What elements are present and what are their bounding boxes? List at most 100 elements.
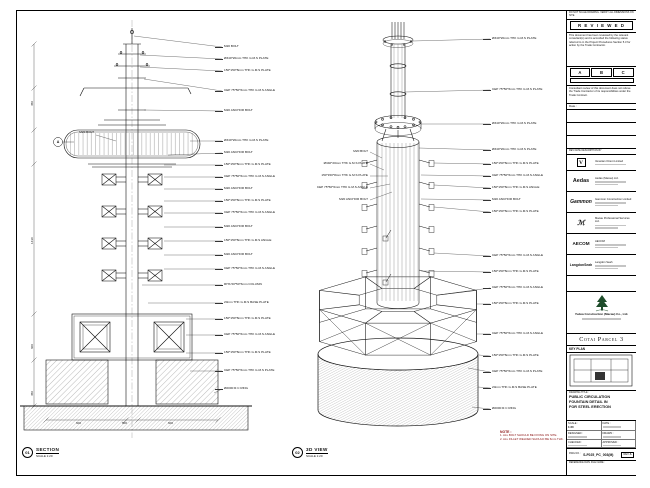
status-option-sub — [569, 77, 634, 83]
dwg-number-row: DWG NO. : S-F025_PC_003(M) REV A — [567, 449, 636, 462]
drawing-title-line: FOUNTAIN DETAIL IN — [569, 399, 608, 404]
drum-base — [317, 337, 479, 427]
tree-logo — [595, 294, 608, 312]
company-name: Venetian Orient Limited — [595, 159, 623, 163]
annotation-label: 150*150*8mm THK G.M.S ANGLE — [214, 238, 272, 243]
section-drawing — [20, 20, 252, 438]
annotation-label: Ø340*20mm THK G.M.S PLATE — [482, 121, 537, 126]
annotation-label: Ø2000 R.C RING — [482, 406, 517, 411]
revision-table-header: REV DATE DESCRIPTION BY — [567, 149, 636, 155]
stamp-footer-text: Consultant review of this document does … — [567, 86, 636, 104]
field-approved: APPROVED : — [601, 439, 636, 449]
dimension-text: 800 — [122, 421, 128, 425]
field-scale: SCALE :1:20 — [567, 420, 602, 431]
stamp-status-options: A B C — [567, 67, 636, 86]
annotation-label: 20mm THK G.M.S BASE PLATE — [215, 300, 269, 305]
dimension-text: 450 — [30, 390, 34, 396]
company-row: AECOM AECOM — [567, 234, 636, 255]
section-view: M20 BOLT Ø340*20mm THK G.M.S PLATE 150*1… — [18, 14, 286, 462]
dimension-text: 600 — [76, 421, 82, 425]
foundation-hatch — [20, 359, 252, 431]
annotation-label: 20mm THK G.M.S BASE PLATE — [483, 385, 537, 390]
annotation-label: CEP 75*50*6mm THK G.M.S PLATE — [214, 368, 275, 373]
view-number-bubble: 01 — [22, 447, 33, 458]
view-title: 3D VIEW — [306, 447, 328, 454]
dimension-text: 1430 — [30, 237, 34, 244]
annotation-label: 150*150*8mm THK G.M.S PLATE — [215, 350, 271, 355]
spare-box — [567, 276, 636, 292]
annotation-label: 150*150*8mm THK G.M.S PLATE — [483, 301, 539, 306]
base-assembly — [71, 313, 193, 361]
revision-row — [567, 123, 636, 137]
section-structure — [53, 20, 201, 438]
annotation-label: M20 ANCHOR BOLT — [215, 252, 253, 257]
annotation-label: 150*150*8mm THK G.M.S PLATE — [215, 316, 271, 321]
drawing-title-line: PUBLIC CIRCULATION — [569, 394, 611, 399]
view-title: SECTION — [36, 447, 60, 454]
company-row: Aedas Aedas (Macau) Ltd. — [567, 171, 636, 192]
cylinder-brackets — [361, 159, 435, 286]
annotation-label: 150*150*8mm THK G.M.S PLATE — [215, 198, 271, 203]
annotation-label: M20 BOLT — [215, 44, 239, 49]
company-name: AECOM — [595, 239, 605, 243]
company-name: Langdon Seah — [595, 260, 613, 264]
annotation-label: CEP 75*50*6mm THK G.M.S ANGLE — [482, 253, 544, 258]
iso-drawing — [317, 22, 491, 427]
company-row: V Venetian Orient Limited — [567, 155, 636, 171]
annotation-label: 150*150*8mm THK G.M.S PLATE — [483, 353, 539, 358]
annotation-label: 150*150*8mm THK G.M.S PLATE — [483, 161, 539, 166]
view-scale: SCALE 1:20 — [306, 454, 323, 459]
company-row: LangdonSeah Langdon Seah — [567, 255, 636, 276]
company-name: Macau Professional Services Ltd. — [595, 217, 630, 224]
revision-row — [567, 136, 636, 150]
annotation-label: M20 BOLT — [353, 149, 368, 153]
company-row: Gammon Gammon Construction Limited — [567, 192, 636, 213]
mps-logo: ℳ — [577, 219, 585, 227]
annotation-label: CEP 75*50*6mm THK G.M.S PLATE — [482, 369, 543, 374]
aecom-logo: AECOM — [572, 241, 590, 247]
field-date: DATE : — [601, 420, 636, 431]
annotation-label: CEP 75*50*6mm THK G.M.S ANGLE — [214, 266, 276, 271]
annotation-label: M20 ANCHOR BOLT — [483, 197, 521, 202]
annotation-label: Ø340*20mm THK G.M.S PLATE — [482, 36, 537, 41]
note-item: 2. ALL FILLET WELDED SHOULD BE 6mm THK. — [500, 436, 564, 441]
annotation-label: CEP 75*50*6mm THK G.M.S ANGLE — [482, 173, 544, 178]
annotation-label: 150*150*8mm THK G.M.S PLATE — [321, 173, 368, 177]
drawing-title-block: DRAWING TITLE : PUBLIC CIRCULATION FOUNT… — [567, 391, 636, 421]
dimension-lines — [31, 41, 221, 423]
annotation-label: M20 ANCHOR BOLT — [215, 224, 253, 229]
annotation-label: 150*150*8mm THK G.M.S PLATE — [215, 162, 271, 167]
reference-row: REFERENCE DWG FILE NAME : — [569, 461, 605, 465]
annotation-label: RHS 50*50*3mm COLUMN — [215, 282, 262, 287]
bracket-assemblies — [101, 173, 163, 282]
sheet-note: DO NOT SCALE DRAWING. VERIFY ALL DIMENSI… — [567, 11, 636, 20]
annotation-label: CEP 75*50*6mm THK G.M.S ANGLE — [214, 174, 276, 179]
aedas-logo: Aedas — [572, 177, 590, 184]
stamp-body-text: This document has been reviewed by the r… — [567, 33, 636, 67]
company-name: Aedas (Macau) Ltd. — [595, 176, 619, 180]
project-name: Cotai Parcel 3 — [567, 334, 636, 346]
gammon-logo: Gammon — [570, 198, 592, 205]
annotation-label: CEP 75*50*6mm THK G.M.S ANGLE — [316, 185, 368, 189]
annotation-label: CEP 75*50*6mm THK G.M.S ANGLE — [214, 332, 276, 337]
annotation-label: 150*150*8mm THK G.M.S PLATE — [215, 68, 271, 73]
annotation-label: M20 BOLT — [79, 130, 94, 134]
revision-row — [567, 110, 636, 124]
field-drawn: DRAWN : — [601, 430, 636, 440]
company-row: ℳ Macau Professional Services Ltd. — [567, 213, 636, 234]
annotation-label: CEP 75*50*6mm THK G.M.S PLATE — [482, 87, 543, 92]
iso-view: Ø340*20mm THK G.M.S PLATE CEP 75*50*6mm … — [288, 12, 568, 464]
annotation-label: Ø340*20mm THK G.M.S PLATE — [214, 56, 269, 61]
dimension-text: 600 — [30, 343, 34, 349]
field-checked: CHECKED : — [567, 439, 602, 449]
annotation-label: M20 ANCHOR BOLT — [215, 186, 253, 191]
company-name: Gammon Construction Limited — [595, 197, 632, 201]
leader-lines — [95, 35, 223, 394]
annotation-label: M20 ANCHOR BOLT — [215, 108, 253, 113]
dimension-text: 450 — [30, 100, 34, 106]
reviewed-stamp-text: R E V I E W E D — [570, 21, 633, 31]
status-option-c: C — [612, 68, 634, 78]
annotation-label: 150*150*8mm THK G.M.S PLATE — [483, 209, 539, 214]
